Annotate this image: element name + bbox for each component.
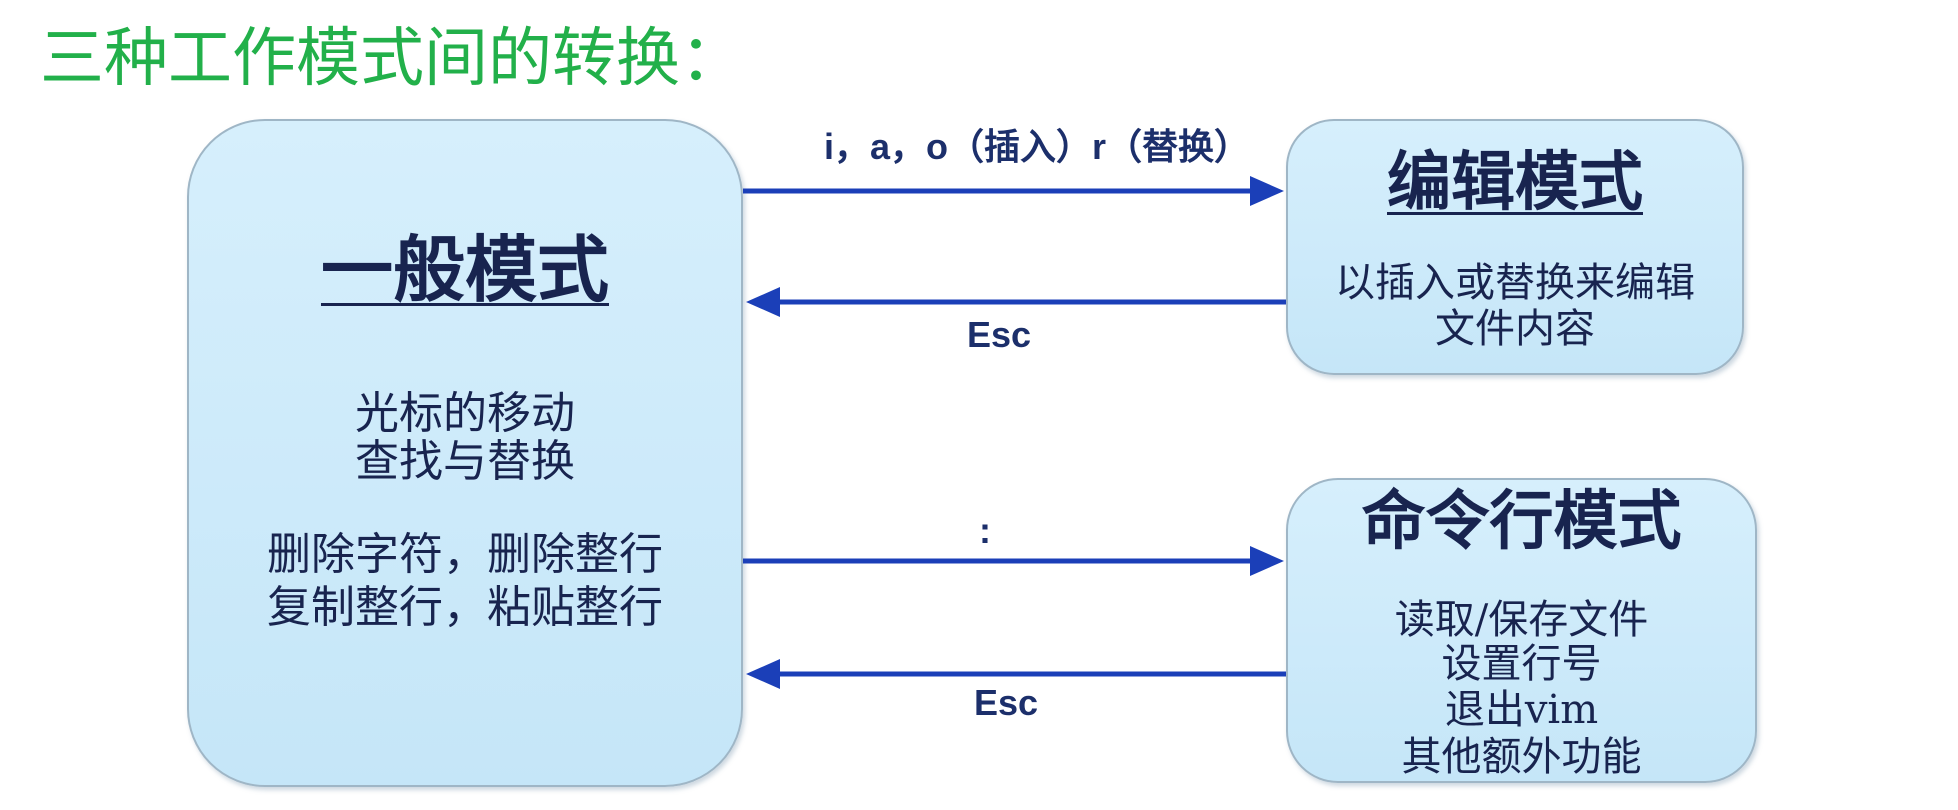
- edit-to-normal-label: Esc: [966, 314, 1032, 355]
- edit-mode-line: 以插入或替换来编辑: [1335, 260, 1695, 306]
- command-mode-line: 设置行号: [1441, 641, 1602, 687]
- command-to-normal-label: Esc: [973, 682, 1039, 723]
- arrow-normal-to-command: [743, 546, 1284, 576]
- edit-mode-title: 编辑模式: [1387, 145, 1643, 220]
- normal-to-edit-label: i，a，o（插入）r（替换）: [823, 126, 1251, 167]
- edit-mode-line: 文件内容: [1435, 306, 1595, 352]
- command-mode-line: 退出vim: [1444, 687, 1599, 733]
- command-mode-line: 其他额外功能: [1401, 734, 1642, 780]
- command-mode-title: 命令行模式: [1361, 484, 1682, 559]
- normal-mode-line: 删除字符，删除整行: [267, 529, 663, 580]
- command-mode-box: 命令行模式 读取/保存文件 设置行号 退出vim 其他额外功能: [1286, 478, 1757, 783]
- command-mode-line: 读取/保存文件: [1394, 597, 1649, 643]
- normal-mode-line: 复制整行，粘贴整行: [267, 582, 663, 633]
- normal-mode-line: 查找与替换: [355, 436, 575, 487]
- normal-mode-line: 光标的移动: [355, 388, 575, 439]
- edit-mode-box: 编辑模式 以插入或替换来编辑 文件内容: [1286, 119, 1744, 375]
- normal-to-command-label: :: [979, 510, 991, 551]
- page-title: 三种工作模式间的转换：: [40, 22, 744, 96]
- normal-mode-title: 一般模式: [320, 227, 609, 312]
- arrow-normal-to-edit: [743, 176, 1284, 206]
- normal-mode-box: 一般模式 光标的移动 查找与替换 删除字符，删除整行 复制整行，粘贴整行: [187, 119, 743, 787]
